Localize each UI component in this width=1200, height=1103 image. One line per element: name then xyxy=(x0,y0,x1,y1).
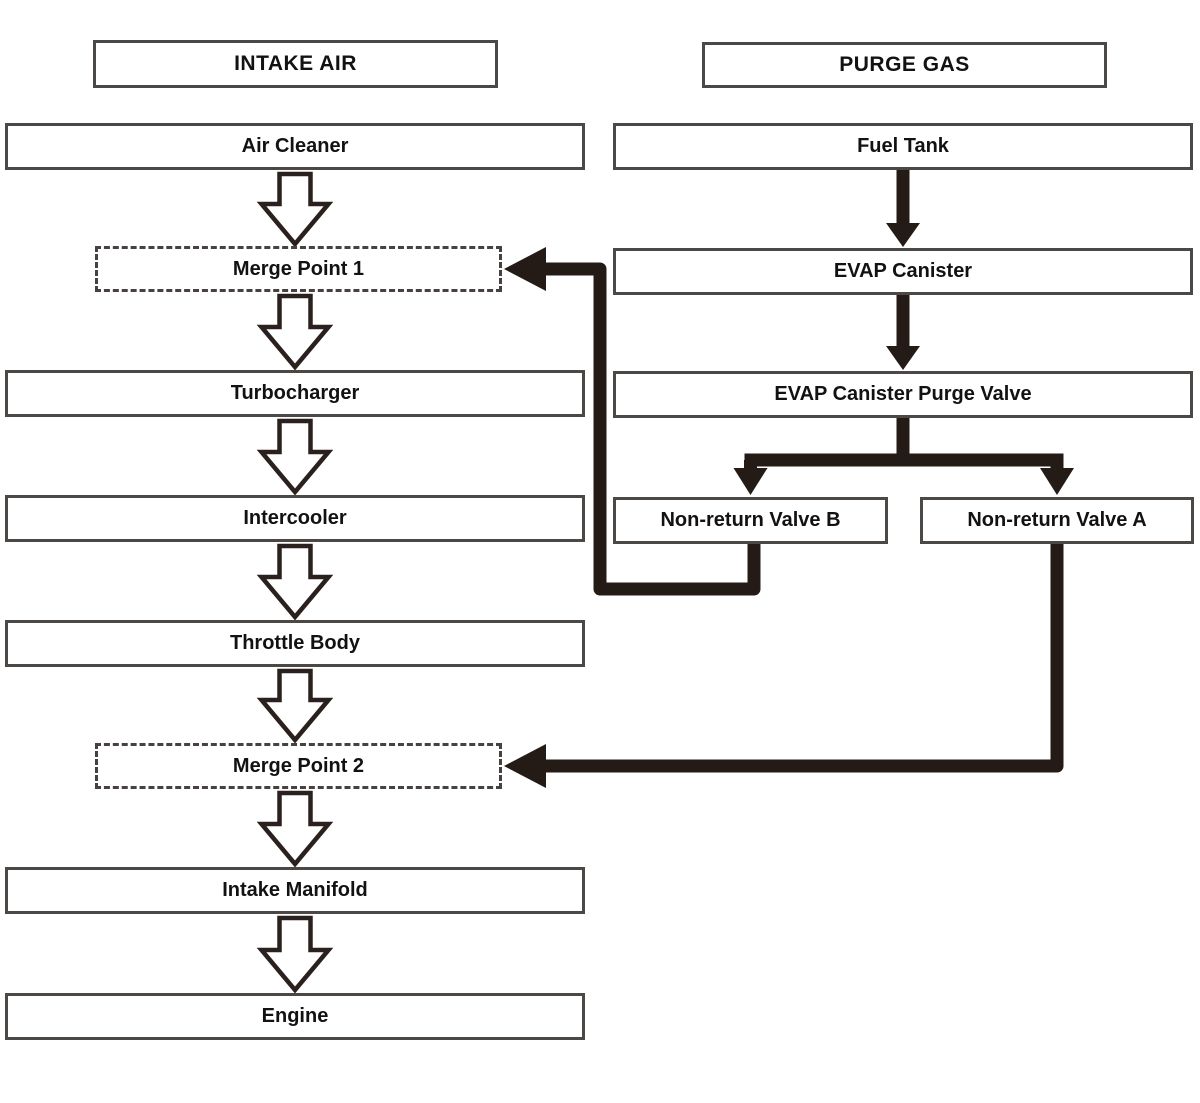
node-merge-point-2: Merge Point 2 xyxy=(95,743,502,789)
edge-merge-point-2-to-intake-manifold xyxy=(256,790,334,868)
edge-throttle-body-to-merge-point-2 xyxy=(256,668,334,744)
node-fuel-tank: Fuel Tank xyxy=(613,123,1193,170)
edge-merge-point-1-to-turbocharger xyxy=(256,293,334,371)
edge-purge-valve-split xyxy=(733,416,1074,495)
edge-fuel-tank-to-evap-canister xyxy=(886,170,920,247)
edge-turbocharger-to-intercooler xyxy=(256,418,334,496)
node-evap-canister-purge-valve: EVAP Canister Purge Valve xyxy=(613,371,1193,418)
edge-air-cleaner-to-merge-point-1 xyxy=(256,171,334,248)
node-merge-point-1: Merge Point 1 xyxy=(95,246,502,292)
node-intake-air-header: INTAKE AIR xyxy=(93,40,498,88)
edge-intercooler-to-throttle-body xyxy=(256,543,334,621)
edge-intake-manifold-to-engine xyxy=(256,915,334,994)
edge-valve-a-to-merge-point-2 xyxy=(504,540,1064,788)
node-intercooler: Intercooler xyxy=(5,495,585,542)
node-non-return-valve-a: Non-return Valve A xyxy=(920,497,1194,544)
node-intake-manifold: Intake Manifold xyxy=(5,867,585,914)
node-non-return-valve-b: Non-return Valve B xyxy=(613,497,888,544)
node-engine: Engine xyxy=(5,993,585,1040)
node-throttle-body: Throttle Body xyxy=(5,620,585,667)
node-evap-canister: EVAP Canister xyxy=(613,248,1193,295)
edge-evap-canister-to-purge-valve xyxy=(886,295,920,370)
node-air-cleaner: Air Cleaner xyxy=(5,123,585,170)
node-purge-gas-header: PURGE GAS xyxy=(702,42,1107,88)
node-turbocharger: Turbocharger xyxy=(5,370,585,417)
